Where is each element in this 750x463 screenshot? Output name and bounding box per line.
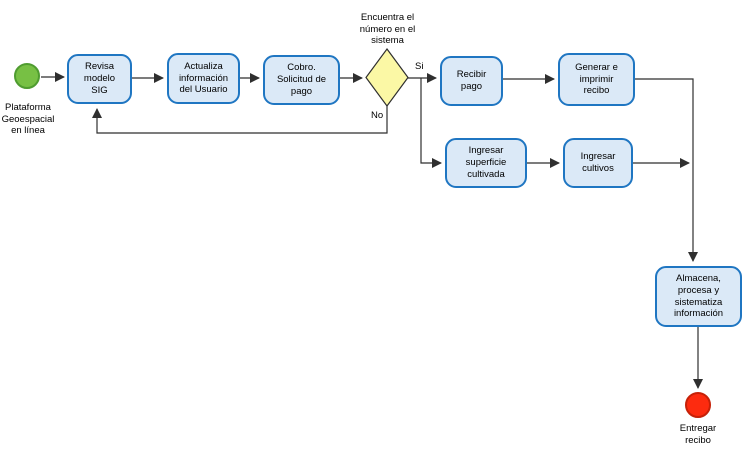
connector-decision-no-to-revisa <box>91 106 388 134</box>
branch-label-si: Si <box>415 61 424 72</box>
task-label: Generar e imprimir recibo <box>575 61 618 97</box>
start-event-circle <box>14 63 40 89</box>
task-almacena-procesa: Almacena, procesa y sistematiza informac… <box>655 266 742 327</box>
task-actualiza-informacion: Actualiza información del Usuario <box>167 53 240 104</box>
decision-diamond <box>365 47 409 108</box>
task-recibir-pago: Recibir pago <box>440 56 503 106</box>
task-generar-imprimir-recibo: Generar e imprimir recibo <box>558 53 635 106</box>
task-label: Almacena, procesa y sistematiza informac… <box>673 272 724 320</box>
task-label: Recibir pago <box>456 69 487 92</box>
task-revisa-modelo-sig: Revisa modelo SIG <box>67 54 132 104</box>
end-event-circle <box>685 392 711 418</box>
task-label: Ingresar superficie cultivada <box>465 145 507 180</box>
connector-si-branch-to-superficie <box>420 78 443 169</box>
branch-label-no: No <box>371 110 384 121</box>
task-ingresar-superficie: Ingresar superficie cultivada <box>445 138 527 188</box>
task-ingresar-cultivos: Ingresar cultivos <box>563 138 633 188</box>
decision-label: Encuentra el número en el sistema <box>359 12 416 47</box>
end-event-label: Entregar recibo <box>679 423 717 446</box>
task-cobro-solicitud-pago: Cobro. Solicitud de pago <box>263 55 340 105</box>
task-label: Revisa modelo SIG <box>83 61 116 96</box>
task-label: Cobro. Solicitud de pago <box>276 62 327 97</box>
task-label: Actualiza información del Usuario <box>178 60 229 96</box>
task-label: Ingresar cultivos <box>580 151 616 174</box>
start-event-label: Plataforma Geoespacial en línea <box>1 102 55 137</box>
connector-generar-to-almacena <box>635 78 699 263</box>
